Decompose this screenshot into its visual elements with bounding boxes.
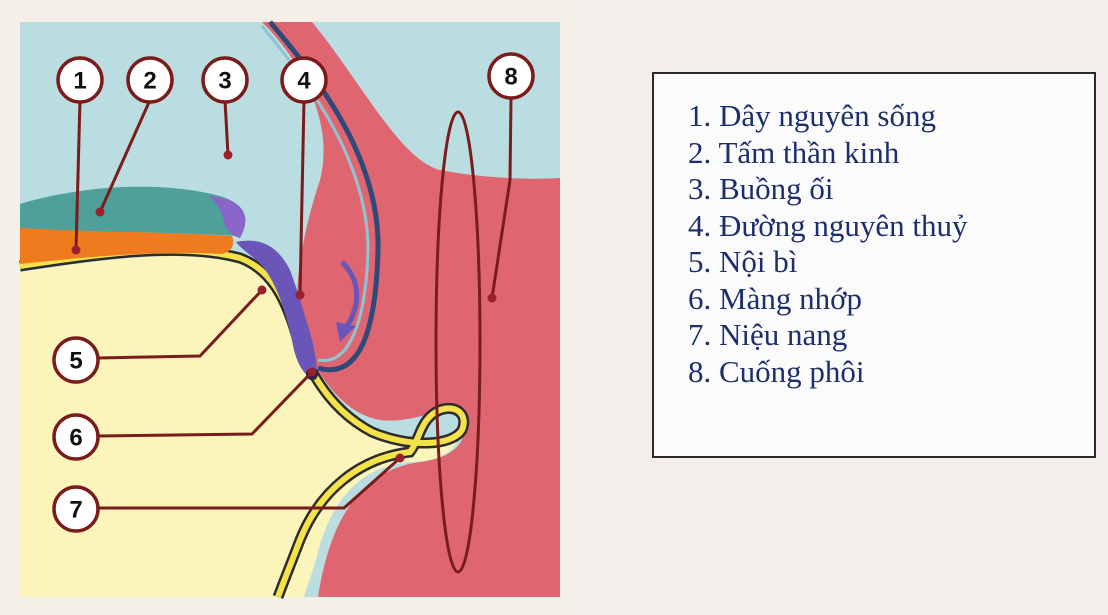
connecting-stalk-outline	[434, 110, 482, 574]
legend-item-endoderm: 5. Nội bì	[688, 244, 798, 279]
leader-7	[98, 456, 401, 510]
callout-6-number: 6	[69, 425, 82, 452]
legend-item-allantois: 7. Niệu nang	[688, 317, 848, 352]
embryo-diagram: 1 2 3 4 5 6 7 8	[19, 20, 560, 599]
pointer-dot-2	[95, 207, 105, 217]
pointer-dot-6	[307, 367, 317, 377]
curved-arrow	[340, 260, 360, 330]
pointer-dot-3	[223, 150, 233, 160]
leader-1	[74, 99, 82, 251]
leader-2	[98, 99, 152, 213]
leader-5	[97, 288, 264, 360]
pointer-dot-1	[71, 245, 81, 255]
legend-item-connecting-stalk: 8. Cuống phôi	[688, 353, 865, 389]
legend-item-notochord: 1. Dây nguyên sống	[688, 98, 936, 133]
callout-5-number: 5	[69, 348, 82, 375]
callout-5: 5	[52, 336, 100, 384]
callout-2: 2	[126, 56, 174, 104]
callout-8-number: 8	[504, 64, 517, 91]
pointer-dot-5	[257, 285, 267, 295]
legend-item-cloacal-membrane: 6. Màng nhớp	[688, 280, 862, 316]
neural-plate-edge	[208, 196, 246, 238]
callout-7-number: 7	[69, 497, 82, 524]
pointer-dot-4	[295, 290, 305, 300]
callout-3: 3	[201, 56, 249, 104]
pointer-dot-7	[395, 453, 405, 463]
callout-6: 6	[52, 413, 100, 461]
callout-4: 4	[280, 56, 328, 104]
leader-6	[97, 370, 314, 438]
legend-box: 1. Dây nguyên sống 2. Tấm thần kinh 3. B…	[652, 72, 1096, 458]
callout-8: 8	[487, 52, 535, 100]
pointer-dot-8	[487, 293, 497, 303]
legend-item-amniotic-cavity: 3. Buồng ối	[688, 171, 834, 206]
primitive-streak	[236, 240, 317, 380]
callout-1-number: 1	[73, 68, 86, 95]
callout-3-number: 3	[218, 68, 231, 95]
connecting-stalk	[262, 22, 560, 597]
leader-4	[298, 99, 306, 296]
endoderm-fill	[19, 247, 467, 599]
callout-1: 1	[56, 56, 104, 104]
callout-7: 7	[52, 485, 100, 533]
callout-2-number: 2	[143, 68, 156, 95]
legend-item-neural-plate: 2. Tấm thần kinh	[688, 134, 900, 170]
leader-8	[490, 97, 513, 299]
arrowhead-icon	[336, 322, 356, 342]
leader-3	[223, 99, 230, 156]
yolk-sac	[20, 256, 459, 597]
notochord	[20, 224, 234, 264]
legend-item-primitive-streak: 4. Đường nguyên thuỷ	[688, 207, 968, 243]
callout-4-number: 4	[297, 68, 311, 95]
